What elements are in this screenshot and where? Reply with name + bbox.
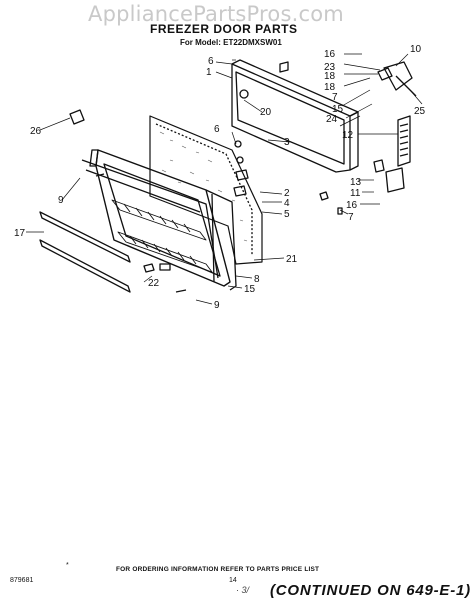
callout-25: 25 [414, 106, 426, 117]
callout-2: 2 [284, 188, 290, 199]
callout-15: 15 [244, 284, 256, 295]
callout-8: 8 [254, 274, 260, 285]
callout-20: 20 [260, 107, 272, 118]
callout-7a: 7 [332, 92, 338, 103]
callout-26: 26 [30, 126, 42, 137]
callout-23: 23 [324, 62, 336, 73]
bottom-hinge [385, 167, 405, 193]
model-number: For Model: ET22DMXSW01 [180, 38, 282, 47]
callout-16a: 16 [324, 49, 336, 60]
ordering-note: FOR ORDERING INFORMATION REFER TO PARTS … [116, 566, 320, 573]
callout-9a: 9 [58, 195, 64, 206]
callout-12: 12 [342, 130, 354, 141]
callout-14: 15 [332, 104, 344, 115]
callout-10: 10 [410, 44, 422, 55]
callout-24: 24 [326, 114, 338, 125]
callout-18: 18 [324, 71, 336, 82]
document-code: 879681 [10, 577, 34, 584]
callout-6b: 6 [214, 124, 220, 135]
callout-17: 17 [14, 228, 26, 239]
callout-labels: 6 1 16 23 18 18 7 10 25 15 24 20 3 12 13… [14, 44, 426, 311]
callout-9b: 9 [214, 300, 220, 311]
callout-4: 4 [284, 198, 290, 209]
callout-21: 21 [286, 254, 298, 265]
continued-note: (CONTINUED ON 649-E-1) [270, 582, 471, 599]
watermark: AppliancePartsPros.com [88, 2, 344, 26]
leader-lines [26, 53, 423, 305]
callout-13: 13 [350, 177, 362, 188]
door-frame [231, 63, 351, 173]
top-hinge [383, 61, 413, 91]
page-number: 14 [229, 577, 237, 584]
callout-1: 1 [206, 67, 212, 78]
shelf-bar-lower [39, 239, 131, 293]
callout-22: 22 [148, 278, 160, 289]
callout-16b: 16 [346, 200, 358, 211]
callout-11: 11 [350, 188, 361, 199]
page-title: FREEZER DOOR PARTS [150, 22, 298, 36]
footnote-star: * [66, 562, 69, 569]
callout-7b: 7 [348, 212, 354, 223]
callout-19: 18 [324, 82, 336, 93]
shelf-bar-upper [39, 211, 131, 263]
callout-5: 5 [284, 209, 290, 220]
callout-3: 3 [284, 137, 290, 148]
handle-part [397, 115, 411, 167]
handwritten-mark: · 3/ [236, 585, 250, 595]
callout-6a: 6 [208, 56, 214, 67]
